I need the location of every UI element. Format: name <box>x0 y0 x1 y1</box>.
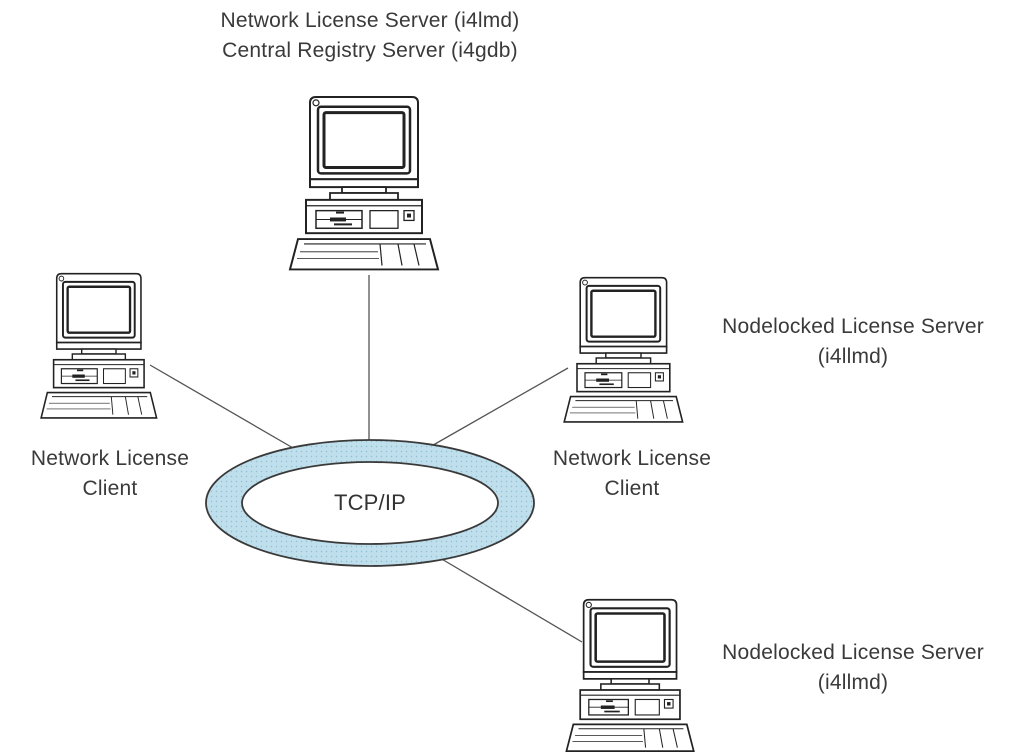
top-server-label-line2: Central Registry Server (i4gdb) <box>222 39 518 62</box>
left-client-label-line1: Network License <box>30 447 190 470</box>
left-client-computer-icon <box>39 272 158 420</box>
right-lower-server-label-line2: (i4llmd) <box>817 671 889 694</box>
network-label: TCP/IP <box>333 490 407 515</box>
left-client-label: Network License Client <box>0 444 220 504</box>
right-upper-server-label: Nodelocked License Server (i4llmd) <box>688 312 1018 372</box>
connection-lines <box>149 275 583 643</box>
top-server-computer-icon <box>288 95 440 271</box>
right-upper-server-label-line2: (i4llmd) <box>817 345 889 368</box>
top-server-label: Network License Server (i4lmd) Central R… <box>160 6 580 66</box>
link-left-client <box>149 364 301 453</box>
left-client-label-line2: Client <box>82 477 138 500</box>
right-lower-server-label: Nodelocked License Server (i4llmd) <box>688 638 1018 698</box>
right-lower-server-computer-icon <box>565 598 696 753</box>
top-server-label-line1: Network License Server (i4lmd) <box>220 9 520 32</box>
right-client-label-line1: Network License <box>552 447 712 470</box>
right-upper-server-label-line1: Nodelocked License Server <box>722 315 984 338</box>
right-client-label-line2: Client <box>604 477 660 500</box>
right-client-label: Network License Client <box>522 444 742 504</box>
right-lower-server-label-line1: Nodelocked License Server <box>722 641 984 664</box>
network-ring-icon <box>205 439 535 567</box>
link-right-lower-server <box>439 557 583 643</box>
link-right-upper-server <box>427 367 569 449</box>
right-upper-server-computer-icon <box>562 276 684 424</box>
